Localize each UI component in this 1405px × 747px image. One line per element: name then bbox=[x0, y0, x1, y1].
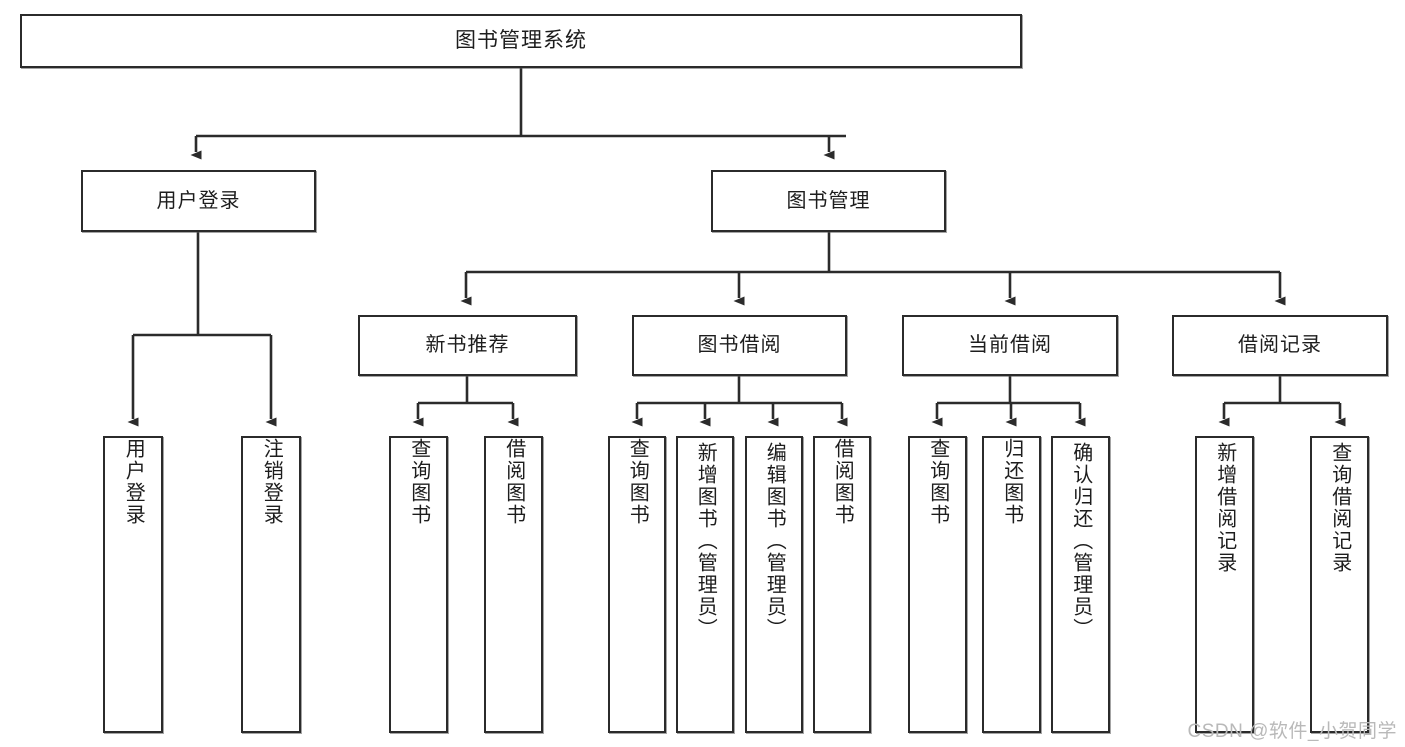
node-book-borrow[interactable]: 图书借阅 bbox=[632, 315, 847, 376]
leaf-user-login[interactable]: 用户登录 bbox=[103, 436, 163, 733]
leaf-confirm-return-label: 确认归还（管理员） bbox=[1069, 442, 1092, 640]
node-book-manage-label: 图书管理 bbox=[786, 189, 871, 212]
node-root-label: 图书管理系统 bbox=[455, 28, 587, 52]
node-user-login[interactable]: 用户登录 bbox=[81, 170, 316, 232]
leaf-edit-book[interactable]: 编辑图书（管理员） bbox=[745, 436, 803, 733]
leaf-user-login-label: 用户登录 bbox=[122, 438, 145, 526]
node-current-borrow[interactable]: 当前借阅 bbox=[902, 315, 1118, 376]
leaf-query-record[interactable]: 查询借阅记录 bbox=[1310, 436, 1369, 733]
node-borrow-record[interactable]: 借阅记录 bbox=[1172, 315, 1388, 376]
leaf-add-book-label: 新增图书（管理员） bbox=[694, 442, 717, 640]
node-book-manage[interactable]: 图书管理 bbox=[711, 170, 946, 232]
watermark: CSDN @软件_小贺同学 bbox=[1187, 721, 1397, 742]
leaf-add-record[interactable]: 新增借阅记录 bbox=[1195, 436, 1254, 733]
node-new-book-recommend-label: 新书推荐 bbox=[425, 334, 510, 356]
leaf-borrow-book-1[interactable]: 借阅图书 bbox=[484, 436, 543, 733]
leaf-add-book[interactable]: 新增图书（管理员） bbox=[676, 436, 734, 733]
leaf-borrow-book-2-label: 借阅图书 bbox=[831, 438, 854, 526]
node-current-borrow-label: 当前借阅 bbox=[968, 334, 1052, 356]
leaf-edit-book-label: 编辑图书（管理员） bbox=[763, 442, 786, 640]
leaf-add-record-label: 新增借阅记录 bbox=[1213, 442, 1236, 574]
leaf-borrow-book-2[interactable]: 借阅图书 bbox=[813, 436, 871, 733]
leaf-query-book-1-label: 查询图书 bbox=[407, 438, 430, 526]
leaf-logout-login[interactable]: 注销登录 bbox=[241, 436, 301, 733]
leaf-logout-login-label: 注销登录 bbox=[260, 438, 283, 526]
leaf-return-book-label: 归还图书 bbox=[1000, 438, 1023, 526]
node-new-book-recommend[interactable]: 新书推荐 bbox=[358, 315, 577, 376]
node-root[interactable]: 图书管理系统 bbox=[20, 14, 1022, 68]
leaf-borrow-book-1-label: 借阅图书 bbox=[502, 438, 525, 526]
leaf-query-book-3-label: 查询图书 bbox=[926, 438, 949, 526]
leaf-query-book-2[interactable]: 查询图书 bbox=[608, 436, 666, 733]
node-book-borrow-label: 图书借阅 bbox=[697, 334, 782, 356]
leaf-return-book[interactable]: 归还图书 bbox=[982, 436, 1041, 733]
leaf-query-book-1[interactable]: 查询图书 bbox=[389, 436, 448, 733]
leaf-query-record-label: 查询借阅记录 bbox=[1328, 442, 1351, 574]
leaf-confirm-return[interactable]: 确认归还（管理员） bbox=[1051, 436, 1110, 733]
leaf-query-book-2-label: 查询图书 bbox=[626, 438, 649, 526]
node-user-login-label: 用户登录 bbox=[156, 189, 241, 212]
node-borrow-record-label: 借阅记录 bbox=[1238, 334, 1322, 356]
leaf-query-book-3[interactable]: 查询图书 bbox=[908, 436, 967, 733]
